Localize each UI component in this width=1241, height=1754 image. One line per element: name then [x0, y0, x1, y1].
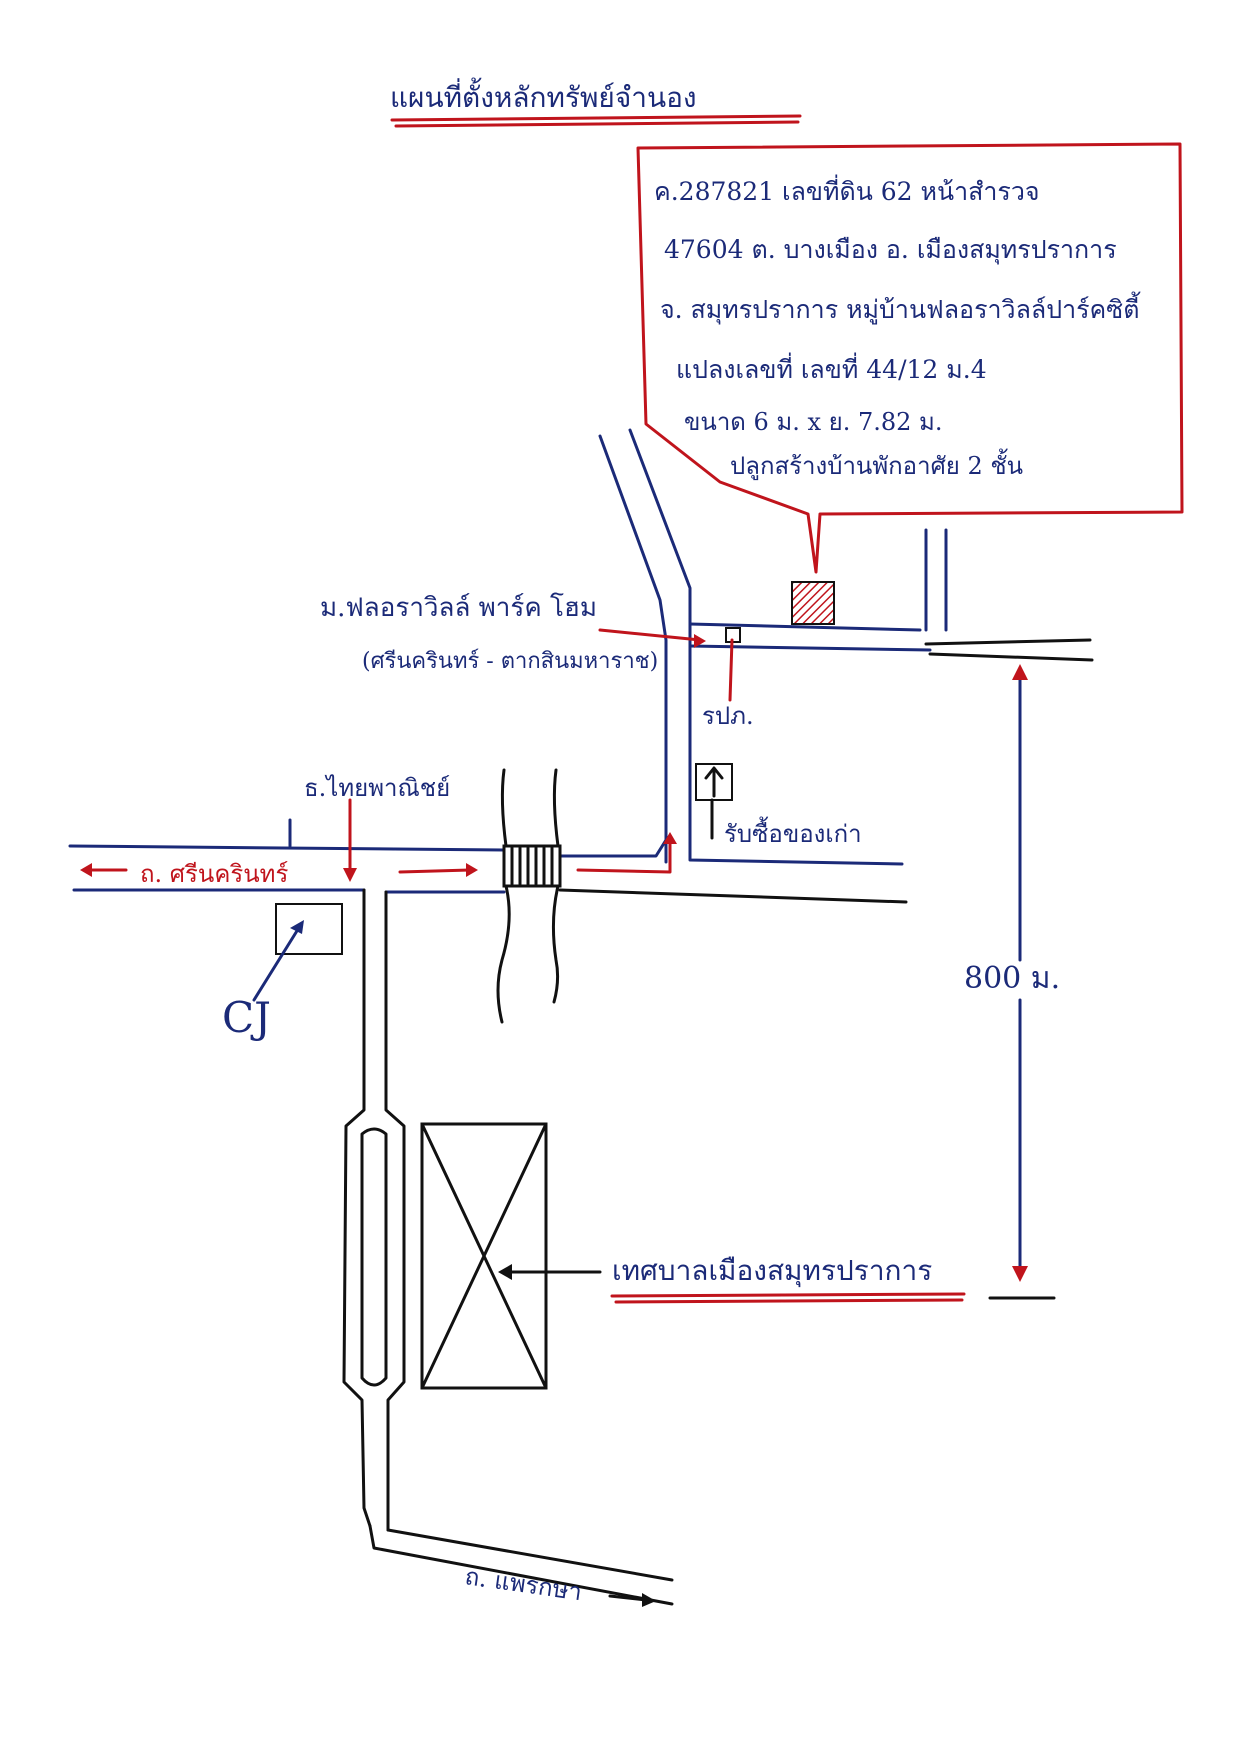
bus-stop-marker — [695, 763, 733, 801]
west-direction-arrowhead — [80, 863, 92, 877]
south-road-right-edge — [384, 890, 406, 1532]
address-line-4: แปลงเลขที่ เลขที่ 44/12 ม.4 — [676, 352, 987, 384]
village-lower-road-top — [688, 618, 904, 866]
address-line-1: ค.287821 เลขที่ดิน 62 หน้าสำรวจ — [654, 174, 1040, 206]
guardhouse-label: รปภ. — [702, 702, 754, 730]
bank-label: ธ.ไทยพาณิชย์ — [304, 774, 450, 802]
address-line-3: จ. สมุทรปราการ หมู่บ้านฟลอราวิลล์ปาร์คซิ… — [660, 291, 1141, 325]
address-callout-box — [636, 142, 1184, 574]
canal-left-bank-bottom — [496, 884, 511, 1024]
bus-stop-label: รับซื้อของเก่า — [724, 816, 862, 848]
canal-right-bank-bottom — [551, 884, 560, 1004]
municipality-label: เทศบาลเมืองสมุทรปราการ — [612, 1254, 932, 1288]
village-road-left-edge — [598, 434, 668, 864]
canal-left-bank-top — [500, 768, 508, 848]
east-direction-arrow — [398, 868, 472, 874]
title-underline — [390, 114, 802, 122]
praeksa-road-label: ถ. แพรกษา — [463, 1562, 584, 1606]
praeksa-direction-arrowhead — [642, 1593, 656, 1607]
address-line-5: ขนาด 6 ม. x ย. 7.82 ม. — [684, 408, 942, 436]
municipality-building — [420, 1122, 548, 1390]
bank-pointer-arrowhead — [343, 868, 357, 882]
cj-pointer-arrowhead — [290, 920, 304, 934]
turn-in-arrowhead — [663, 832, 677, 844]
east-direction-arrowhead — [466, 863, 478, 877]
village-main-road-bottom — [928, 652, 1094, 662]
cj-label: CJ — [222, 993, 271, 1042]
main-road-label: ถ. ศรีนครินทร์ — [140, 860, 288, 888]
municipality-pointer-arrowhead — [498, 1264, 512, 1280]
south-road-median — [360, 1127, 388, 1387]
village-inner-road-bottom — [688, 644, 932, 652]
guardhouse-pointer — [728, 638, 734, 702]
property-marker — [791, 581, 835, 625]
turn-in-arrow — [576, 840, 672, 874]
cj-pointer — [252, 924, 302, 1002]
cj-store-marker — [275, 903, 343, 955]
municipality-building-cross — [420, 1122, 548, 1390]
village-pointer-arrowhead — [694, 634, 706, 648]
municipality-underline-2 — [614, 1298, 964, 1304]
address-callout-text: ค.287821 เลขที่ดิน 62 หน้าสำรวจ 47604 ต.… — [654, 174, 1141, 481]
village-lower-road-bottom — [558, 888, 908, 904]
praeksa-road-bottom — [368, 1524, 674, 1606]
village-main-road-top — [924, 638, 1092, 646]
canal-bridge — [502, 844, 562, 888]
village-road-label: (ศรีนครินทร์ - ตากสินมหาราช) — [362, 649, 658, 674]
map-title: แผนที่ตั้งหลักทรัพย์จำนอง — [390, 77, 697, 114]
distance-label: 800 ม. — [964, 961, 1060, 996]
village-pointer-arrow — [598, 628, 702, 642]
distance-top-arrowhead — [1012, 664, 1028, 680]
bus-stop-arrow — [704, 766, 724, 798]
village-label: ม.ฟลอราวิลล์ พาร์ค โฮม — [320, 592, 597, 623]
canal-right-bank-top — [552, 768, 560, 848]
main-road-top-edge-2 — [558, 838, 668, 858]
village-inner-road-top — [688, 622, 922, 632]
municipality-underline — [610, 1292, 966, 1298]
south-road-left-edge — [342, 888, 372, 1528]
praeksa-direction-arrow — [608, 1594, 648, 1602]
title-underline-2 — [394, 120, 800, 128]
main-road-top-edge — [68, 844, 506, 852]
address-line-2: 47604 ต. บางเมือง อ. เมืองสมุทรปราการ — [664, 235, 1117, 265]
distance-bottom-arrowhead — [1012, 1266, 1028, 1282]
praeksa-road-top — [386, 1528, 674, 1582]
village-road-right-edge — [628, 428, 692, 622]
bridge-hatch — [510, 846, 554, 886]
address-line-6: ปลูกสร้างบ้านพักอาศัย 2 ชั้น — [730, 448, 1023, 481]
